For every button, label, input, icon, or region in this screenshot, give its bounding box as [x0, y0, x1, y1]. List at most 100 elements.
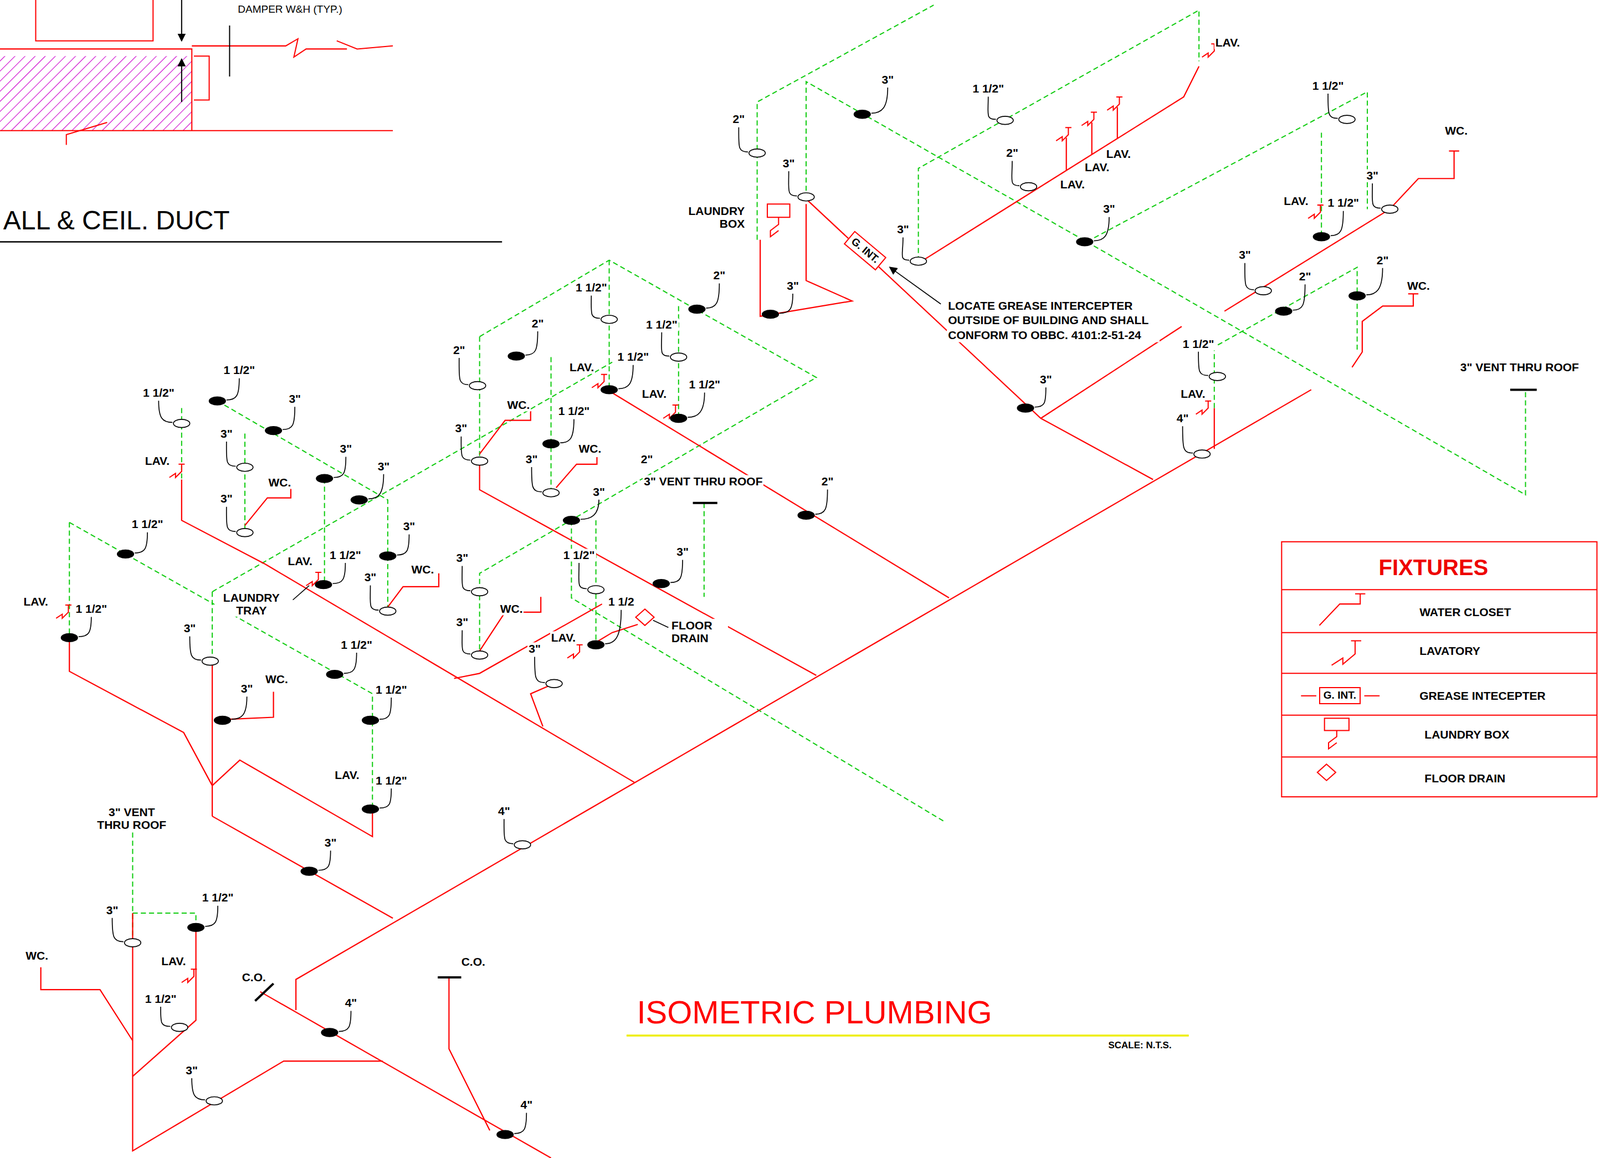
pipe-size-callout: 1 1/2": [1326, 196, 1361, 210]
title-underline: [626, 1034, 1189, 1037]
note-label: LAUNDRY BOX: [681, 204, 746, 230]
pipe-size-callout: 1 1/2": [130, 518, 165, 531]
callout-leader: [191, 1078, 205, 1100]
callout-leader: [462, 630, 471, 655]
note-label: FIXTURES: [1377, 555, 1490, 580]
legend-table: [1281, 756, 1597, 758]
pipe-size-callout: 1 1/2": [687, 378, 722, 392]
pipe-fitting-marker: [1254, 286, 1271, 295]
pipe-fitting-marker: [545, 679, 562, 688]
pipe-size-callout: 3": [184, 1063, 199, 1077]
callout-leader: [333, 457, 346, 478]
fixture-label: LAV.: [286, 554, 314, 568]
fixture-label: LAV.: [550, 631, 577, 644]
pipe-size-callout: 3": [402, 520, 417, 533]
fixture-symbol: [1308, 204, 1324, 219]
drain-pipe: [454, 603, 603, 679]
vent-pipe: [703, 503, 705, 597]
pipe-size-callout: 1 1/2": [74, 602, 109, 616]
pipe-fitting-marker: [514, 840, 531, 849]
pipe-size-callout: 3": [1365, 168, 1380, 182]
pipe-size-callout: 1 1/2": [644, 318, 679, 331]
fixture-symbol: [1196, 401, 1212, 415]
pipe-size-callout: 2": [712, 269, 727, 282]
pipe-size-callout: 3": [1237, 248, 1253, 262]
fixture-symbol: [1081, 112, 1097, 126]
vent-pipe: [479, 260, 817, 656]
callout-leader: [1198, 351, 1209, 376]
pipe-fitting-marker: [670, 352, 687, 362]
fixture-label: LAV.: [22, 595, 50, 609]
pipe-size-callout: 3": [454, 616, 470, 629]
pipe-fitting-marker: [797, 511, 814, 520]
duct-detail: [35, 0, 153, 41]
pipe-fitting-marker: [117, 550, 134, 559]
pipe-size-callout: 2": [820, 475, 835, 489]
duct-detail: [66, 122, 108, 146]
pipe-size-callout: 1 1/2": [971, 82, 1005, 96]
pipe-fitting-marker: [1381, 204, 1398, 214]
grease-interceptor-box: G. INT.: [1319, 686, 1361, 705]
drain-pipe: [260, 991, 552, 1158]
fixture-label: LAV.: [568, 360, 596, 374]
callout-leader: [1034, 387, 1046, 407]
fixture-label: WC.: [409, 562, 435, 576]
pipe-fitting-marker: [1313, 232, 1330, 241]
pipe-size-callout: 2": [1298, 269, 1313, 283]
callout-leader: [706, 283, 720, 309]
vent-pipe: [571, 520, 944, 822]
pipe-size-callout: 2": [452, 343, 467, 357]
fixture-label: WC.: [1406, 279, 1432, 292]
vent-pipe: [324, 478, 326, 586]
callout-leader: [338, 1010, 351, 1032]
legend-label: LAUNDRY BOX: [1423, 727, 1511, 741]
legend-table: [1281, 672, 1597, 674]
vent-pipe: [69, 4, 1526, 944]
fixture-label: WC.: [267, 475, 293, 489]
drain-pipe: [479, 460, 817, 676]
pipe-fitting-marker: [469, 381, 486, 391]
pipe-size-callout: 3": [880, 73, 896, 86]
pipe-size-callout: 1 1/2": [141, 386, 176, 399]
fixture-label: LAV.: [1105, 147, 1132, 161]
fixture-symbol: [55, 43, 1324, 983]
drain-pipe: [1065, 137, 1068, 171]
fixture-symbol: [770, 217, 779, 237]
duct-detail: [181, 0, 183, 41]
callout-leader: [1244, 263, 1255, 290]
vent-pipe: [69, 522, 373, 809]
pipe-fitting-marker: [749, 149, 766, 158]
drain-pipe: [69, 637, 213, 786]
pipe-size-callout: 2": [731, 113, 747, 126]
callout-leader: [618, 365, 634, 389]
callout-leader: [788, 171, 797, 197]
fixture-symbol: [55, 604, 72, 619]
fixture-label: LAV.: [640, 387, 668, 400]
pipe-fitting-marker: [653, 579, 670, 588]
pipe-size-callout: 4": [1175, 411, 1191, 425]
drain-pipe: [1408, 293, 1419, 295]
vent-cap: [437, 976, 461, 979]
note-label: DAMPER W&H (TYP.): [236, 3, 344, 15]
callout-leader: [190, 636, 202, 661]
pipe-size-callout: 1 1/2": [222, 363, 257, 377]
callout-leader: [370, 585, 379, 611]
legend-table: [1281, 588, 1597, 591]
pipe-fitting-marker: [1017, 403, 1034, 413]
node-text: G. INT.: [849, 235, 882, 266]
callout-leader: [160, 1006, 171, 1027]
duct-detail: [193, 55, 210, 100]
leader-line: [293, 585, 310, 600]
pipe-size-callout: 3": [239, 681, 255, 695]
pipe-fitting-marker: [601, 315, 618, 324]
pipe-fitting-marker: [587, 585, 604, 594]
drain-pipe: [211, 660, 213, 817]
pipe-fitting-marker: [61, 633, 78, 643]
pipe-fitting-marker: [587, 640, 604, 649]
note-label: LAUNDRY TRAY: [214, 591, 289, 617]
vent-pipe: [918, 9, 1200, 261]
duct-detail: [181, 59, 183, 102]
pipe-fitting-marker: [1076, 237, 1093, 246]
drawing-title: ISOMETRIC PLUMBING: [635, 994, 993, 1030]
